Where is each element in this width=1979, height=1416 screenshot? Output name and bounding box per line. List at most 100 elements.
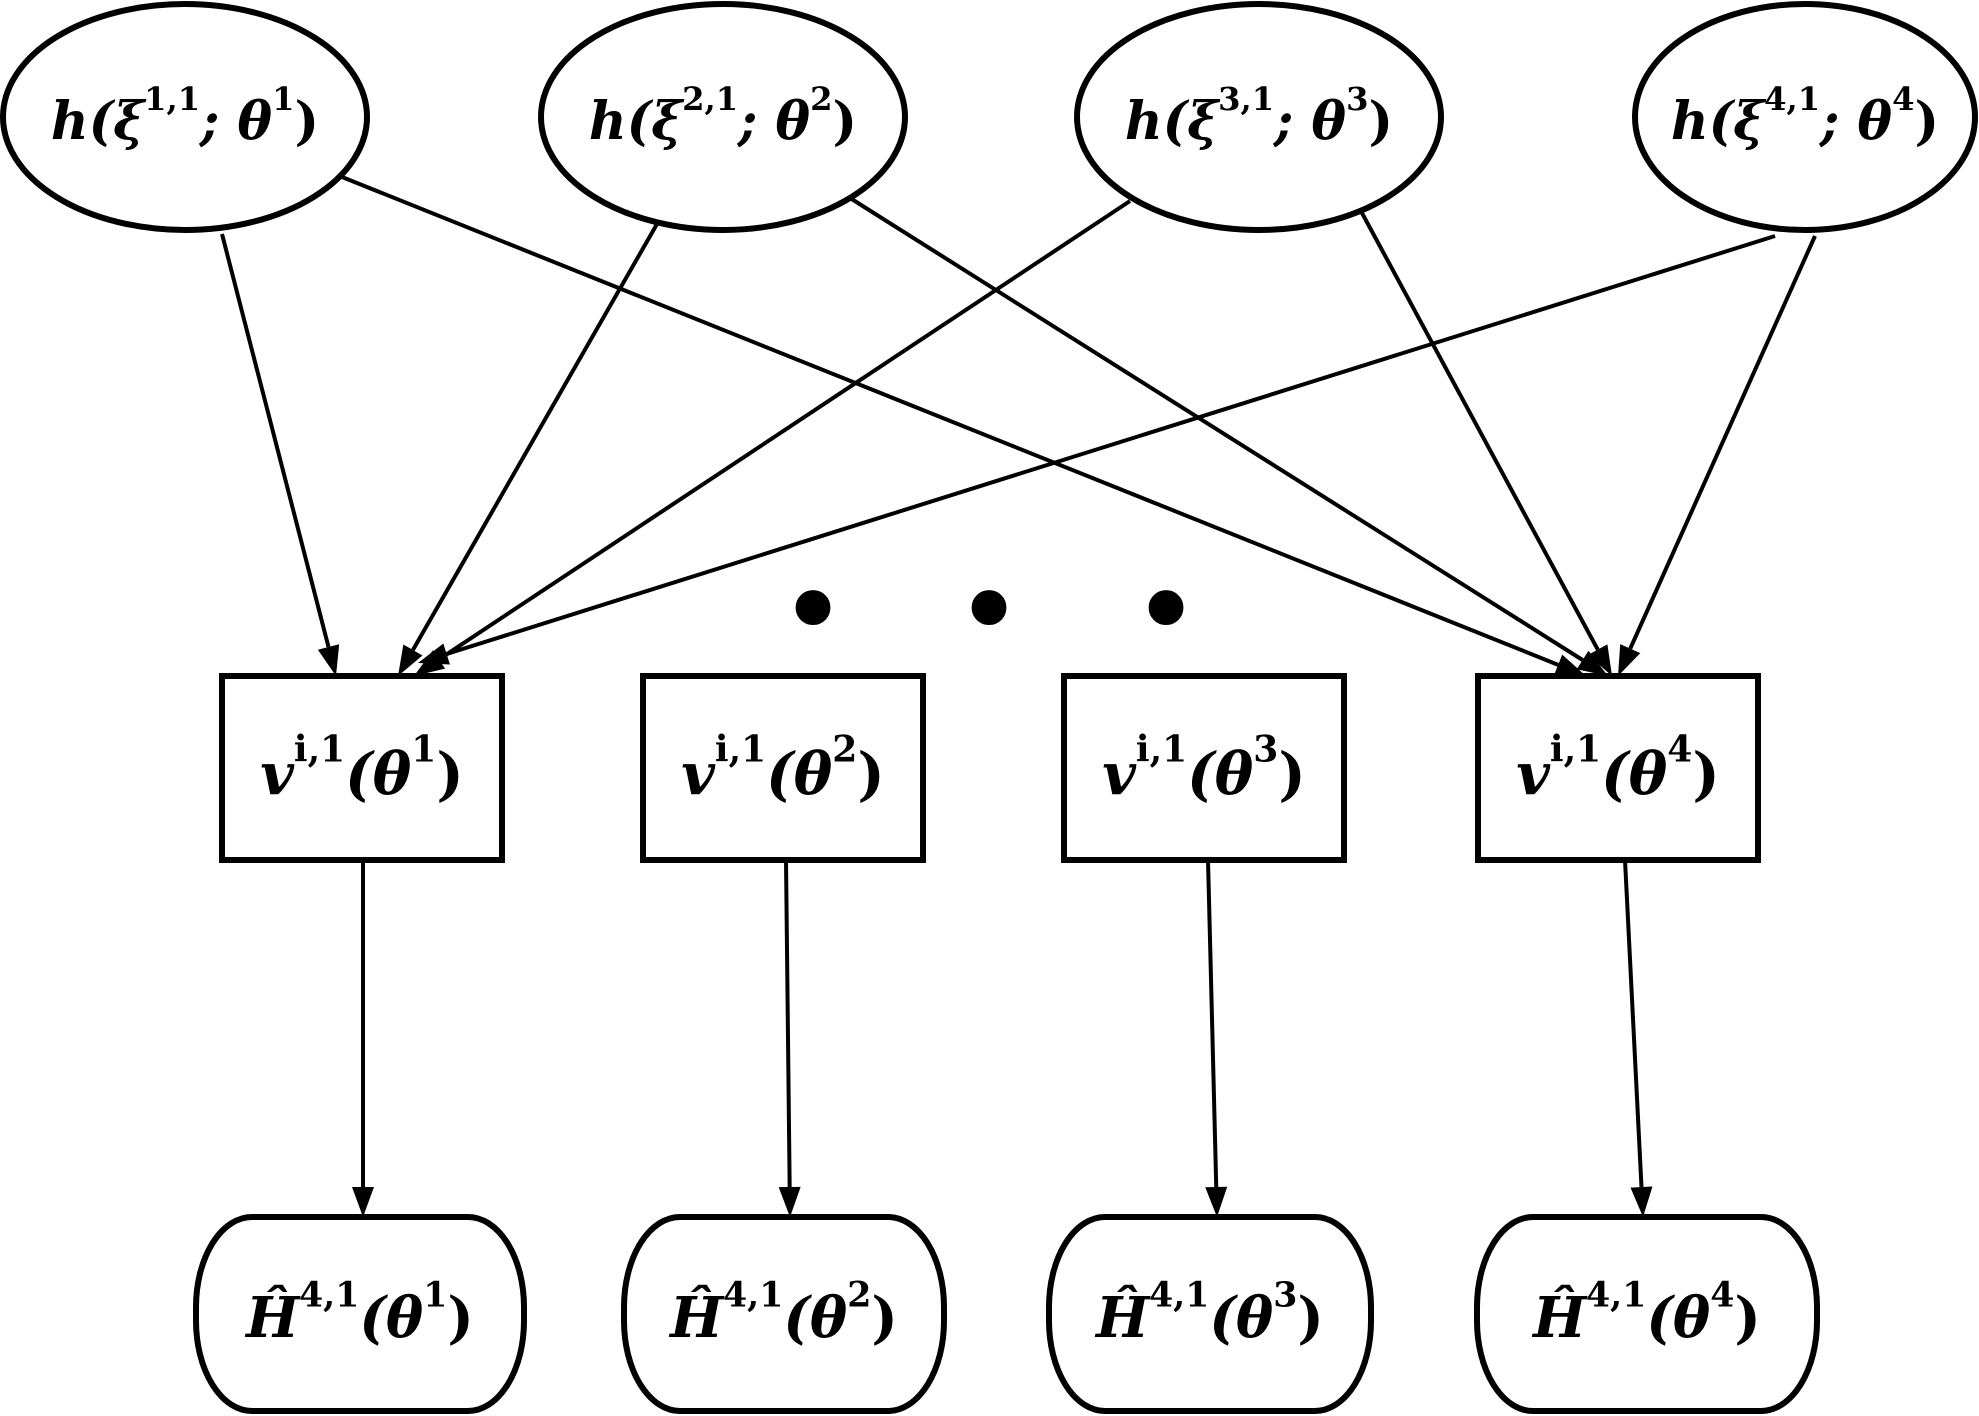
label-base: h(ξ [1671,91,1767,152]
edge-h2-v4 [848,196,1608,676]
node-label: h(ξ3,1; θ3) [1125,80,1393,151]
edge-h2-v1 [398,223,659,676]
edge-line [1623,859,1644,1188]
label-sup1: 4,1 [1764,80,1820,118]
node-H2: Ĥ4,1(θ2) [621,1214,947,1414]
label-mid: (θ [766,740,832,808]
edge-h1-v4 [341,175,1586,676]
edge-line [784,859,792,1188]
label-sup2: 2 [847,1274,871,1315]
edge-h4-v1 [418,234,1776,665]
ellipse-node [1632,1,1978,233]
label-mid: (θ [1646,1285,1710,1351]
label-sup1: 4,1 [299,1274,359,1315]
label-base: v [681,740,716,808]
node-h4: h(ξ4,1; θ4) [1632,1,1978,233]
arrowhead [352,1187,374,1217]
label-sup2: 3 [1346,80,1368,118]
label-sup2: 1 [411,729,436,771]
label-base: Ĥ [668,1284,725,1351]
label-sup1: 4,1 [1586,1274,1646,1315]
node-label: h(ξ1,1; θ1) [51,80,319,151]
label-tail: ) [1915,91,1940,152]
pill-node [621,1214,947,1414]
edge-h3-v4 [1360,212,1612,676]
label-tail: ) [447,1285,474,1351]
edge-line [1628,235,1817,650]
label-mid: (θ [783,1285,847,1351]
label-base: h(ξ [589,91,685,152]
edge-line [220,233,331,648]
label-base: v [260,740,295,808]
label-mid: (θ [1209,1285,1273,1351]
node-v4: vi,1(θ4) [1475,673,1761,863]
label-mid: ; θ [1818,91,1892,152]
edge-line [1206,859,1219,1188]
label-mid: ; θ [736,91,810,152]
edge-line [446,234,1776,656]
node-v1: vi,1(θ1) [219,673,505,863]
label-tail: ) [857,740,884,808]
label-sup2: 3 [1253,729,1278,771]
arrowhead [418,643,450,665]
node-h2: h(ξ2,1; θ2) [538,1,908,233]
rect-node [1475,673,1761,863]
edge-line [411,223,659,651]
node-label: vi,1(θ1) [260,729,464,808]
arrowhead [317,644,340,676]
label-base: v [1516,740,1551,808]
label-tail: ) [833,91,858,152]
edge-h1-v1 [220,233,340,676]
label-sup1: i,1 [715,729,766,771]
ellipse-node [0,1,370,233]
label-mid: ; θ [1272,91,1346,152]
node-label: Ĥ4,1(θ3) [1094,1274,1324,1351]
rect-node [1061,673,1347,863]
node-v3: vi,1(θ3) [1061,673,1347,863]
node-label: vi,1(θ4) [1516,729,1720,808]
node-label: Ĥ4,1(θ4) [1531,1274,1761,1351]
rect-node [640,673,926,863]
ellipse-node [538,1,908,233]
rect-node [219,673,505,863]
ellipsis-dot: • [778,543,849,682]
label-sup1: i,1 [294,729,345,771]
label-mid: (θ [1187,740,1253,808]
label-sup2: 2 [810,80,832,118]
node-H4: Ĥ4,1(θ4) [1474,1214,1820,1414]
edges [220,175,1817,1217]
arrowhead [398,644,423,676]
label-sup1: 2,1 [682,80,738,118]
ellipsis-dot: • [1131,543,1202,682]
node-h3: h(ξ3,1; θ3) [1074,1,1444,233]
node-label: Ĥ4,1(θ2) [668,1274,898,1351]
label-base: v [1102,740,1137,808]
label-tail: ) [295,91,320,152]
arrowhead [1576,650,1608,676]
label-base: Ĥ [244,1284,301,1351]
label-sup2: 2 [832,729,857,771]
edge-line [437,199,1132,662]
node-label: Ĥ4,1(θ1) [244,1274,474,1351]
arrowhead [1554,654,1586,676]
ellipsis-dots: ••• [778,543,1202,682]
label-tail: ) [1734,1285,1761,1351]
edge-line [341,175,1559,667]
arrowhead [1630,1186,1653,1217]
label-sup1: i,1 [1550,729,1601,771]
label-mid: (θ [345,740,411,808]
label-sup1: i,1 [1136,729,1187,771]
node-v2: vi,1(θ2) [640,673,926,863]
node-label: vi,1(θ2) [681,729,885,808]
edge-line [848,196,1584,662]
node-H1: Ĥ4,1(θ1) [193,1214,527,1414]
label-sup2: 1 [423,1274,447,1315]
edge-v2-H2 [778,859,801,1217]
label-mid: (θ [359,1285,423,1351]
edge-v1-H1 [352,860,374,1217]
label-tail: ) [1297,1285,1324,1351]
pill-node [193,1214,527,1414]
label-tail: ) [436,740,463,808]
